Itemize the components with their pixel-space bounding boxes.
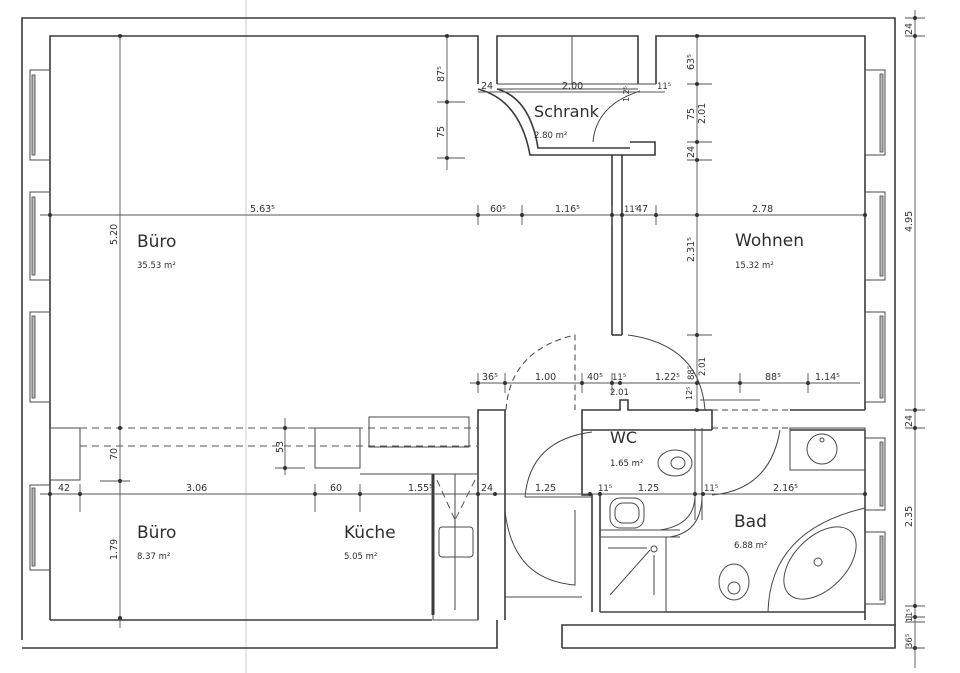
dimension-dots	[48, 16, 917, 650]
room-name: Büro	[137, 232, 176, 252]
dim-label: 40⁵	[587, 372, 603, 383]
room-area: 5.05 m²	[344, 552, 377, 562]
room-label-wc: WC 1.65 m²	[610, 428, 643, 469]
room-label-buero-large: Büro 35.53 m²	[137, 232, 176, 271]
dim-label: 36⁵	[905, 634, 915, 648]
room-label-kueche: Küche 5.05 m²	[344, 523, 396, 562]
dim-label: 24	[904, 23, 915, 35]
dim-label: 5.63⁵	[250, 204, 275, 215]
room-area: 35.53 m²	[137, 261, 176, 271]
bad-bathtub	[767, 507, 866, 613]
wc-toilet	[657, 449, 693, 477]
dim-label: 5.20	[109, 224, 120, 245]
dim-label: 11⁵	[704, 484, 718, 494]
dim-label: 1.79	[109, 539, 120, 560]
bad-toilet	[718, 563, 750, 601]
bathroom-walls	[581, 427, 866, 613]
dim-label: 88⁵	[765, 372, 781, 383]
dim-label: 75	[686, 108, 697, 120]
room-label-bad: Bad 6.88 m²	[734, 512, 767, 551]
room-label-buero-small: Büro 8.37 m²	[137, 523, 176, 562]
dim-label: 53	[275, 441, 286, 453]
dim-label: 1.55⁵	[408, 483, 433, 494]
room-area: 2.80 m²	[534, 131, 567, 141]
dim-label: 36⁵	[482, 372, 498, 383]
dim-label: 75	[436, 126, 447, 138]
room-area: 8.37 m²	[137, 552, 170, 562]
room-name: Wohnen	[735, 231, 804, 251]
dim-label: 42	[58, 483, 70, 494]
room-name: Bad	[734, 512, 767, 532]
dim-label: 2.01	[698, 357, 708, 376]
room-name: WC	[610, 428, 637, 447]
dim-label: 11⁵	[905, 609, 914, 622]
dim-label: 11⁵	[624, 205, 638, 215]
dim-label: 24	[686, 146, 697, 158]
dim-label: 2.35	[904, 506, 915, 527]
dim-label: 60⁵	[490, 204, 506, 215]
dim-label: 1.22⁵	[655, 372, 680, 383]
left-windows	[29, 69, 51, 571]
room-area: 6.88 m²	[734, 541, 767, 551]
wc-sink	[609, 497, 645, 529]
dim-label: 11⁵	[598, 484, 612, 494]
hall-doors	[504, 431, 593, 598]
room-name: Küche	[344, 523, 396, 543]
dim-label: 2.00	[562, 81, 583, 92]
dim-label: 2.16⁵	[773, 483, 798, 494]
dim-label: 24	[904, 415, 915, 427]
dim-label: 24	[481, 483, 493, 494]
dim-label: 1.00	[535, 372, 556, 383]
dim-label: 11⁵	[657, 82, 671, 92]
dim-label: 2.01	[610, 388, 629, 398]
room-area: 1.65 m²	[610, 459, 643, 469]
dim-label: 88⁵	[687, 366, 697, 380]
kitchen-fixtures	[49, 416, 479, 621]
dim-label: 3.06	[186, 483, 207, 494]
dim-label: 87⁵	[436, 66, 447, 82]
dim-label: 2.78	[752, 204, 773, 215]
dim-label: 47	[636, 204, 648, 215]
right-windows	[864, 69, 886, 605]
dim-label: 1.2⁵	[622, 86, 631, 102]
dim-label: 2.01	[697, 103, 708, 124]
dimension-labels: 5.63⁵ 60⁵ 1.16⁵ 11⁵ 47 2.78 2.00 24 11⁵ …	[58, 23, 915, 648]
room-area: 15.32 m²	[735, 261, 774, 271]
schrank-walls	[477, 36, 656, 335]
room-name: Schrank	[534, 102, 600, 121]
dim-label: 1.25	[535, 483, 556, 494]
dim-label: 70	[109, 448, 120, 460]
dim-label: 11⁵	[612, 373, 626, 383]
dim-label: 4.95	[904, 211, 915, 232]
dim-label: 1.14⁵	[815, 372, 840, 383]
room-name: Büro	[137, 523, 176, 543]
dim-label: 63⁵	[686, 54, 697, 70]
room-label-wohnen: Wohnen 15.32 m²	[735, 231, 804, 271]
dim-label: 2.31⁵	[686, 237, 697, 262]
dim-label: 1.25	[638, 483, 659, 494]
dim-label: 60	[330, 483, 342, 494]
dimension-lines	[40, 10, 925, 668]
dim-label: 12⁵	[685, 387, 694, 400]
room-label-schrank: Schrank 2.80 m²	[534, 102, 600, 141]
dim-label: 1.16⁵	[555, 204, 580, 215]
dim-label: 24	[481, 81, 493, 92]
